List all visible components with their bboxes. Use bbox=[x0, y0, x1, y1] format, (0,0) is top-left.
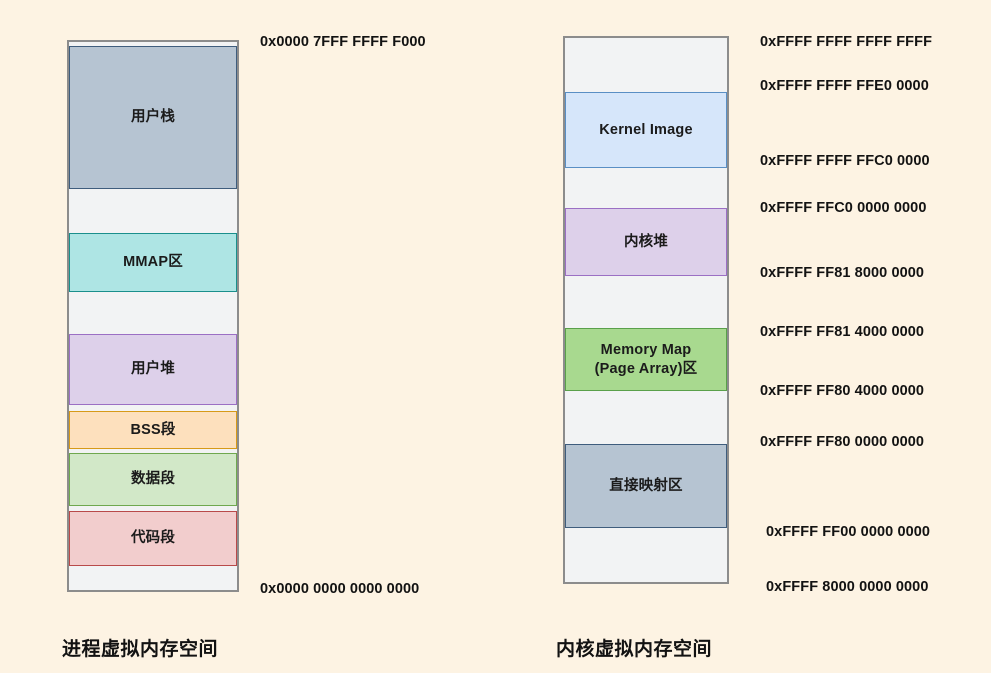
address-label: 0xFFFF FFC0 0000 0000 bbox=[760, 200, 927, 216]
memory-gap bbox=[565, 276, 727, 328]
memory-block: 内核堆 bbox=[565, 208, 727, 276]
memory-gap bbox=[565, 391, 727, 444]
memory-block: Memory Map(Page Array)区 bbox=[565, 328, 727, 391]
address-label: 0xFFFF FFFF FFE0 0000 bbox=[760, 78, 929, 94]
memory-block: Kernel Image bbox=[565, 92, 727, 168]
memory-block: 直接映射区 bbox=[565, 444, 727, 528]
memory-gap bbox=[69, 292, 237, 334]
address-label: 0xFFFF FF81 4000 0000 bbox=[760, 324, 925, 340]
memory-block: 用户堆 bbox=[69, 334, 237, 405]
memory-gap bbox=[565, 40, 727, 92]
memory-block: 代码段 bbox=[69, 511, 237, 566]
memory-block: MMAP区 bbox=[69, 233, 237, 292]
process-memory-column: 用户栈 MMAP区用户堆 BSS段数据段代码段 bbox=[67, 40, 239, 592]
address-label: 0xFFFF FF80 4000 0000 bbox=[760, 383, 925, 399]
memory-gap bbox=[565, 528, 727, 582]
address-label: 0x0000 0000 0000 0000 bbox=[260, 581, 420, 597]
address-label: 0xFFFF FF80 0000 0000 bbox=[760, 434, 925, 450]
address-label: 0xFFFF 8000 0000 0000 bbox=[766, 579, 929, 595]
memory-block: 数据段 bbox=[69, 453, 237, 506]
address-label: 0x0000 7FFF FFFF F000 bbox=[260, 34, 426, 50]
kernel-column-caption: 内核虚拟内存空间 bbox=[556, 639, 713, 660]
memory-block: 用户栈 bbox=[69, 46, 237, 189]
memory-gap bbox=[69, 566, 237, 590]
address-label: 0xFFFF FFFF FFC0 0000 bbox=[760, 153, 930, 169]
memory-gap bbox=[69, 189, 237, 233]
process-column-caption: 进程虚拟内存空间 bbox=[62, 639, 219, 660]
memory-block: BSS段 bbox=[69, 411, 237, 449]
kernel-memory-column: Kernel Image 内核堆 Memory Map(Page Array)区直接… bbox=[563, 36, 729, 584]
memory-gap bbox=[565, 168, 727, 208]
address-label: 0xFFFF FFFF FFFF FFFF bbox=[760, 34, 933, 50]
address-label: 0xFFFF FF00 0000 0000 bbox=[766, 524, 931, 540]
address-label: 0xFFFF FF81 8000 0000 bbox=[760, 265, 925, 281]
